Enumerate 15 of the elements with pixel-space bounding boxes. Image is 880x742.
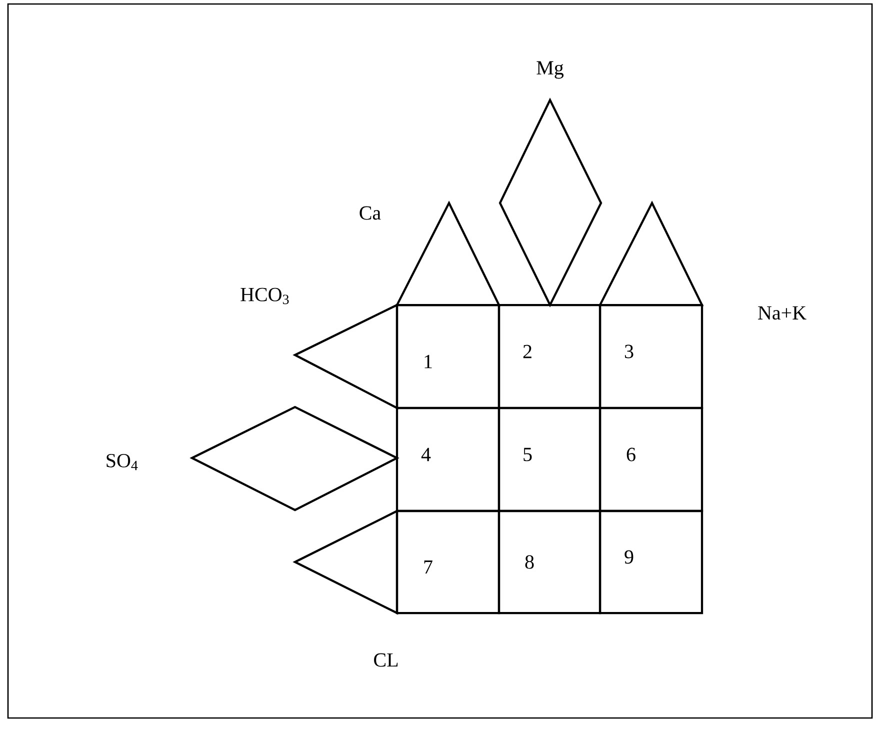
ion-label: Ca [360,206,381,220]
ion-label: CL [374,653,398,667]
grid-cell: 8 [498,510,602,614]
grid-cell: 9 [598,510,704,614]
grid-cell: 5 [498,406,602,512]
grid-cell: 3 [598,304,704,410]
grid-cell: 4 [396,406,500,512]
grid-cell: 1 [396,304,500,410]
ion-label: Na+K [758,306,806,320]
ion-label: Mg [536,61,564,79]
grid-cell: 7 [396,510,500,614]
grid-cell: 6 [598,406,704,512]
grid-cell: 2 [498,304,602,410]
ion-label: SO$_{4}$ [106,454,138,470]
ion-label: HCO$_{3}$ [240,288,289,304]
